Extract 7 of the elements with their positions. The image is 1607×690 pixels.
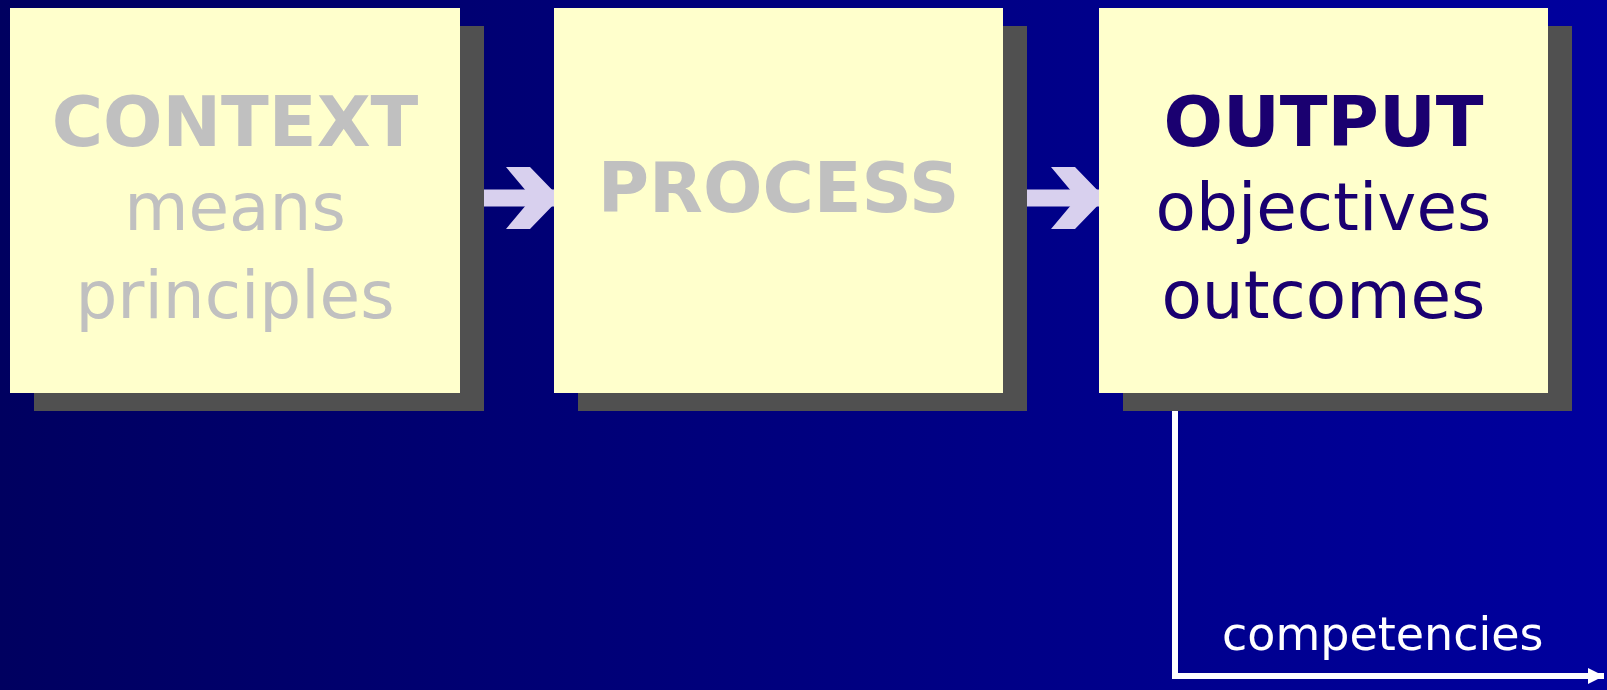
box-text: objectives outcomes [1154,168,1493,336]
box-text: means principles [74,168,396,336]
edge-label: competencies [1222,606,1544,662]
arrow [1172,411,1604,684]
box-heading: CONTEXT [50,80,420,164]
box-heading: OUTPUT [1162,80,1485,164]
box-heading: PROCESS [596,146,961,230]
